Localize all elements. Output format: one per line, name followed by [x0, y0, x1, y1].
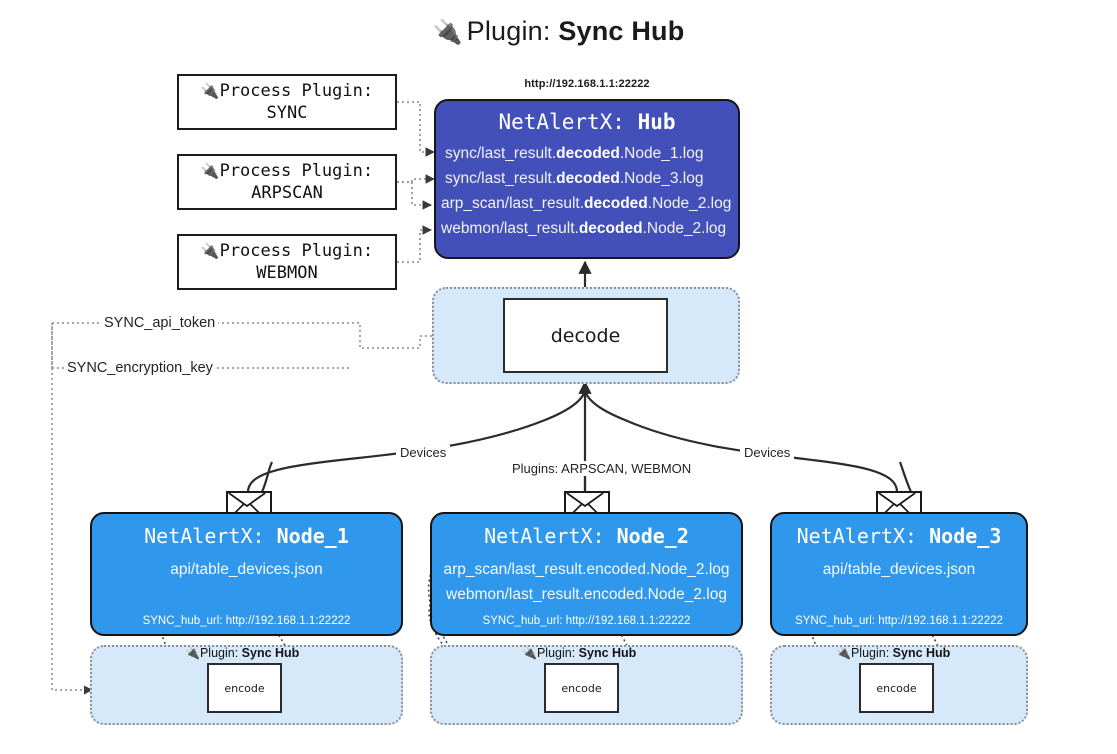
- title-prefix: Plugin:: [466, 16, 551, 46]
- process-plugin-arpscan[interactable]: 🔌Process Plugin: ARPSCAN: [177, 154, 397, 210]
- edge-label-plugins-center: Plugins: ARPSCAN, WEBMON: [508, 461, 696, 476]
- plug-icon: 🔌: [432, 19, 463, 46]
- hub-title-name: Hub: [637, 110, 676, 134]
- decode-label: decode: [550, 324, 621, 347]
- setting-encryption-key: SYNC_encryption_key: [64, 360, 216, 376]
- setting-api-token: SYNC_api_token: [101, 315, 219, 331]
- node-title: NetAlertX: Node_1: [144, 524, 349, 548]
- node-card-node-1[interactable]: NetAlertX: Node_1 api/table_devices.json…: [90, 512, 403, 636]
- plug-icon: 🔌: [522, 646, 537, 660]
- process-plugin-name: ARPSCAN: [251, 183, 323, 203]
- node-title: NetAlertX: Node_2: [484, 524, 689, 548]
- node-footer: SYNC_hub_url: http://192.168.1.1:22222: [482, 615, 691, 627]
- process-plugin-label: Process Plugin:: [219, 240, 374, 261]
- plug-icon: 🔌: [200, 81, 220, 100]
- node-line: api/table_devices.json: [822, 561, 976, 578]
- process-plugin-name: WEBMON: [256, 263, 318, 283]
- process-plugin-label: Process Plugin:: [219, 160, 374, 181]
- hub-card[interactable]: NetAlertX: Hub sync/last_result.decoded.…: [434, 99, 740, 259]
- page-title: 🔌Plugin: Sync Hub: [0, 16, 1117, 47]
- node-line: webmon/last_result.encoded.Node_2.log: [446, 586, 727, 603]
- edge-label-devices-right: Devices: [740, 445, 795, 460]
- edge-label-devices-left: Devices: [396, 445, 451, 460]
- process-plugin-label: Process Plugin:: [219, 80, 374, 101]
- plug-icon: 🔌: [200, 161, 220, 180]
- encode-label: encode: [561, 681, 602, 695]
- encode-box-node-1[interactable]: encode: [207, 663, 282, 713]
- node-line: arp_scan/last_result.encoded.Node_2.log: [443, 561, 730, 578]
- plugin-tag-node-2: 🔌Plugin: Sync Hub: [522, 646, 637, 660]
- title-name: Sync Hub: [558, 16, 685, 46]
- hub-title: NetAlertX: Hub: [436, 110, 738, 134]
- hub-url-label: http://192.168.1.1:22222: [524, 78, 650, 90]
- node-line: api/table_devices.json: [170, 561, 323, 578]
- process-plugin-name: SYNC: [266, 103, 308, 123]
- plug-icon: 🔌: [200, 241, 220, 260]
- hub-log-line: sync/last_result.decoded.Node_3.log: [445, 170, 704, 188]
- hub-log-line: arp_scan/last_result.decoded.Node_2.log: [441, 195, 732, 213]
- process-plugin-webmon[interactable]: 🔌Process Plugin: WEBMON: [177, 234, 397, 290]
- encode-label: encode: [224, 681, 265, 695]
- plugin-tag-node-3: 🔌Plugin: Sync Hub: [836, 646, 951, 660]
- encode-box-node-2[interactable]: encode: [544, 663, 619, 713]
- node-title: NetAlertX: Node_3: [796, 524, 1002, 548]
- hub-log-list: sync/last_result.decoded.Node_1.log sync…: [436, 141, 738, 241]
- encode-label: encode: [876, 681, 917, 695]
- node-card-node-3[interactable]: NetAlertX: Node_3 api/table_devices.json…: [770, 512, 1028, 636]
- hub-log-line: webmon/last_result.decoded.Node_2.log: [441, 220, 727, 238]
- encode-box-node-3[interactable]: encode: [859, 663, 934, 713]
- hub-log-line: sync/last_result.decoded.Node_1.log: [445, 145, 704, 162]
- plugin-tag-node-1: 🔌Plugin: Sync Hub: [185, 646, 300, 660]
- plug-icon: 🔌: [185, 646, 200, 660]
- node-card-node-2[interactable]: NetAlertX: Node_2 arp_scan/last_result.e…: [430, 512, 743, 636]
- hub-title-prefix: NetAlertX:: [498, 110, 625, 134]
- process-plugin-sync[interactable]: 🔌Process Plugin: SYNC: [177, 74, 397, 130]
- plug-icon: 🔌: [836, 646, 851, 660]
- node-footer: SYNC_hub_url: http://192.168.1.1:22222: [142, 615, 351, 627]
- decode-box[interactable]: decode: [503, 298, 668, 373]
- node-footer: SYNC_hub_url: http://192.168.1.1:22222: [795, 615, 1003, 627]
